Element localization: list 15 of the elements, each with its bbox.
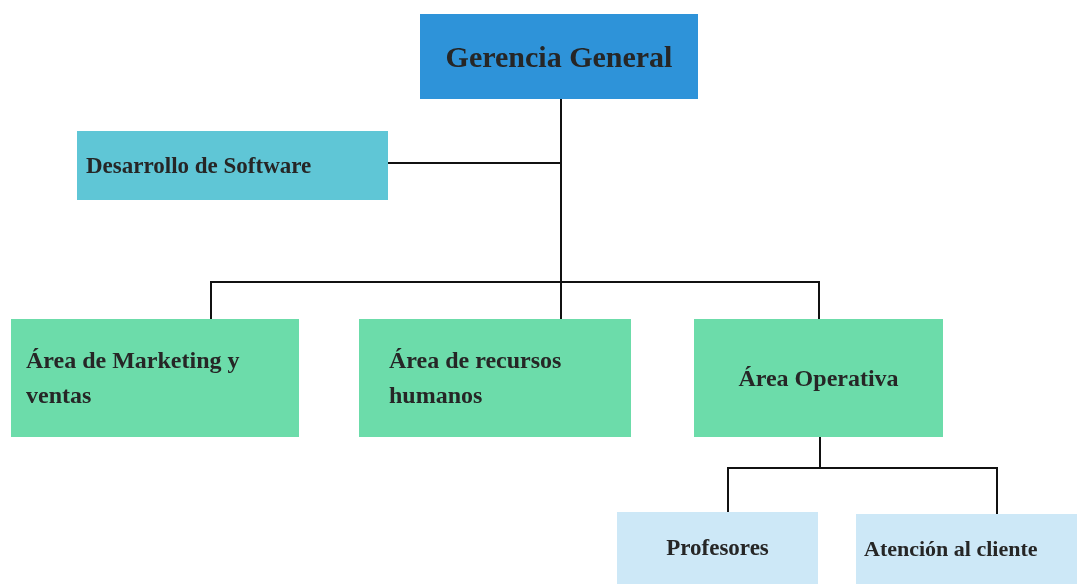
connector-line bbox=[819, 436, 998, 515]
box-label: Gerencia General bbox=[445, 38, 673, 75]
org-box bbox=[694, 319, 943, 437]
box-label: Profesores bbox=[666, 534, 769, 563]
box-label: Área de recursos humanos bbox=[389, 346, 563, 410]
box-label: Atención al cliente bbox=[864, 535, 1038, 564]
org-box bbox=[359, 319, 631, 437]
org-box bbox=[617, 512, 818, 584]
org-box bbox=[856, 514, 1077, 584]
box-label: Área de Marketing y ventas bbox=[26, 346, 241, 410]
org-box bbox=[420, 14, 698, 99]
box-label: Desarrollo de Software bbox=[86, 151, 312, 180]
org-box bbox=[11, 319, 299, 437]
org-box bbox=[77, 131, 388, 200]
box-label: Área Operativa bbox=[738, 363, 899, 393]
